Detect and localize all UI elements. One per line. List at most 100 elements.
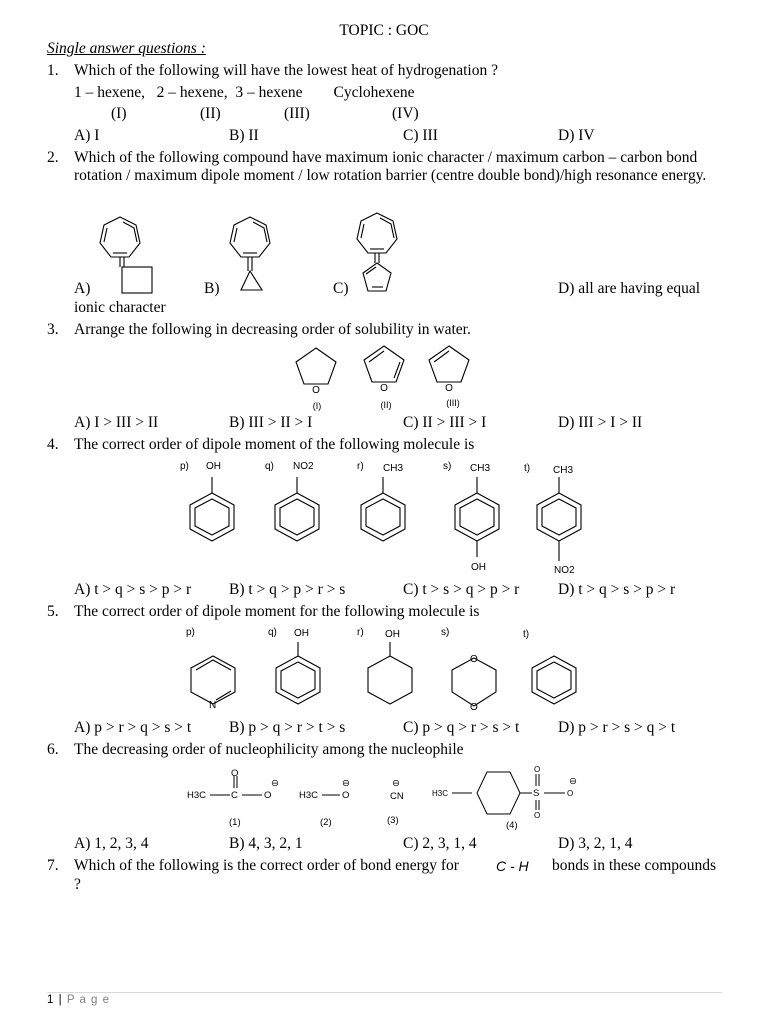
q5-label-s: s) <box>441 627 449 638</box>
q6-s: S <box>533 788 539 799</box>
q4-bottom-s: OH <box>471 562 486 573</box>
q5-oxygen-bottom: O <box>470 702 478 713</box>
q2-option-b: B) <box>204 280 220 297</box>
q5-label-q: q) <box>268 627 277 638</box>
q6-structures: H3C O C O ⊖ (1) H3C O ⊖ (2) ⊖ CN (3) H3C… <box>187 765 577 831</box>
footer-separator: | <box>58 994 63 1006</box>
q4-label-t: t) <box>524 463 530 474</box>
q6-h3c-2: H3C <box>299 790 318 801</box>
q5-label-t: t) <box>523 629 529 640</box>
q1-option-a: A) I <box>74 127 100 144</box>
q6-h3c-4: H3C <box>432 789 448 798</box>
q6-minus-2: ⊖ <box>342 778 350 789</box>
q4-sub-q: NO2 <box>293 461 314 472</box>
q6-minus-1: ⊖ <box>271 778 279 789</box>
q6-o-2: O <box>342 790 349 801</box>
q5-structures: p) q) OH r) OH s) t) N O O <box>186 627 577 713</box>
q1-option-d: D) IV <box>558 127 595 144</box>
q4-option-c: C) t > s > q > p > r <box>403 581 520 598</box>
q4-structures: p) OH q) NO2 r) CH3 s) CH3 OH t) CH3 NO2 <box>180 461 582 576</box>
q1-option-b: B) II <box>229 127 259 144</box>
q5-option-c: C) p > q > r > s > t <box>403 719 520 736</box>
section-heading: Single answer questions : <box>47 40 206 57</box>
q2-option-d-cont: ionic character <box>74 299 166 316</box>
q6-minus-4: ⊖ <box>569 776 577 787</box>
q7-text-c: ? <box>74 876 81 893</box>
q6-option-d: D) 3, 2, 1, 4 <box>558 835 633 852</box>
q6-label-3: (3) <box>387 815 399 826</box>
q2-text: Which of the following compound have max… <box>74 149 707 184</box>
q7-text-a: Which of the following is the correct or… <box>74 857 459 874</box>
q3-text: Arrange the following in decreasing orde… <box>74 321 471 338</box>
q6-o-4a: O <box>534 765 540 774</box>
q3-label-2: (II) <box>381 400 392 410</box>
q4-label-p: p) <box>180 461 189 472</box>
q5-text: The correct order of dipole moment for t… <box>74 603 480 620</box>
q1-items: 1 – hexene, 2 – hexene, 3 – hexene Cyclo… <box>74 84 415 101</box>
q4-sub-t: CH3 <box>553 465 573 476</box>
q6-c-1: C <box>231 790 238 801</box>
q2-structure-a <box>99 212 398 294</box>
q6-text: The decreasing order of nucleophilicity … <box>74 741 464 758</box>
q7-formula: C - H <box>496 858 529 874</box>
q7-text-b: bonds in these compounds <box>552 857 717 874</box>
q1-roman-4: (IV) <box>392 105 419 122</box>
q6-o-1a: O <box>231 768 238 779</box>
q4-option-a: A) t > q > s > p > r <box>74 581 192 598</box>
q4-bottom-t: NO2 <box>554 565 575 576</box>
q1-text: Which of the following will have the low… <box>74 62 498 79</box>
q3-option-b: B) III > II > I <box>229 414 313 431</box>
q5-sub-r: OH <box>385 629 400 640</box>
page-number: 1 <box>47 994 55 1006</box>
q1-option-c: C) III <box>403 127 438 144</box>
q6-cn: CN <box>390 791 404 802</box>
q6-label-4: (4) <box>506 820 518 831</box>
q5-number: 5. <box>47 603 59 620</box>
q6-option-a: A) 1, 2, 3, 4 <box>74 835 149 852</box>
q2-option-d: D) all are having equal <box>558 280 701 297</box>
q2-option-a: A) <box>74 280 91 297</box>
q3-option-c: C) II > III > I <box>403 414 487 431</box>
q5-option-d: D) p > r > s > q > t <box>558 719 676 736</box>
q4-sub-s: CH3 <box>470 463 490 474</box>
q4-sub-p: OH <box>206 461 221 472</box>
q5-option-a: A) p > r > q > s > t <box>74 719 192 736</box>
q4-label-r: r) <box>357 461 364 472</box>
q1-roman-1: (I) <box>111 105 127 122</box>
q3-oxygen-3: O <box>445 383 453 394</box>
q6-label-1: (1) <box>229 817 241 828</box>
page-footer: 1 | P a g e <box>47 994 110 1006</box>
q5-sub-q: OH <box>294 628 309 639</box>
q3-oxygen-2: O <box>380 383 388 394</box>
q3-oxygen-1: O <box>312 385 320 396</box>
q1-number: 1. <box>47 62 59 79</box>
q3-option-a: A) I > III > II <box>74 414 159 431</box>
q4-sub-r: CH3 <box>383 463 403 474</box>
q4-number: 4. <box>47 436 59 453</box>
q5-option-b: B) p > q > r > t > s <box>229 719 346 736</box>
page-word: P a g e <box>66 994 111 1006</box>
page-title: TOPIC : GOC <box>339 22 429 39</box>
q3-label-1: (I) <box>313 401 322 411</box>
q1-roman-3: (III) <box>284 105 310 122</box>
q5-nitrogen: N <box>209 700 216 711</box>
q4-label-s: s) <box>443 461 451 472</box>
q6-number: 6. <box>47 741 59 758</box>
q6-o-1b: O <box>264 790 271 801</box>
q6-label-2: (2) <box>320 817 332 828</box>
q1-roman-2: (II) <box>200 105 221 122</box>
q6-minus-3: ⊖ <box>392 778 400 789</box>
q4-label-q: q) <box>265 461 274 472</box>
q4-option-b: B) t > q > p > r > s <box>229 581 346 598</box>
q6-o-4b: O <box>534 811 540 820</box>
q4-option-d: D) t > q > s > p > r <box>558 581 676 598</box>
q2-option-c: C) <box>333 280 349 297</box>
q3-number: 3. <box>47 321 59 338</box>
q6-option-b: B) 4, 3, 2, 1 <box>229 835 303 852</box>
q5-label-r: r) <box>357 627 364 638</box>
footer-divider <box>47 992 722 993</box>
q2-number: 2. <box>47 149 59 166</box>
q3-label-3: (III) <box>446 398 460 408</box>
q6-h3c-1: H3C <box>187 790 206 801</box>
q3-structures: O O O (I) (II) (III) <box>295 345 470 411</box>
